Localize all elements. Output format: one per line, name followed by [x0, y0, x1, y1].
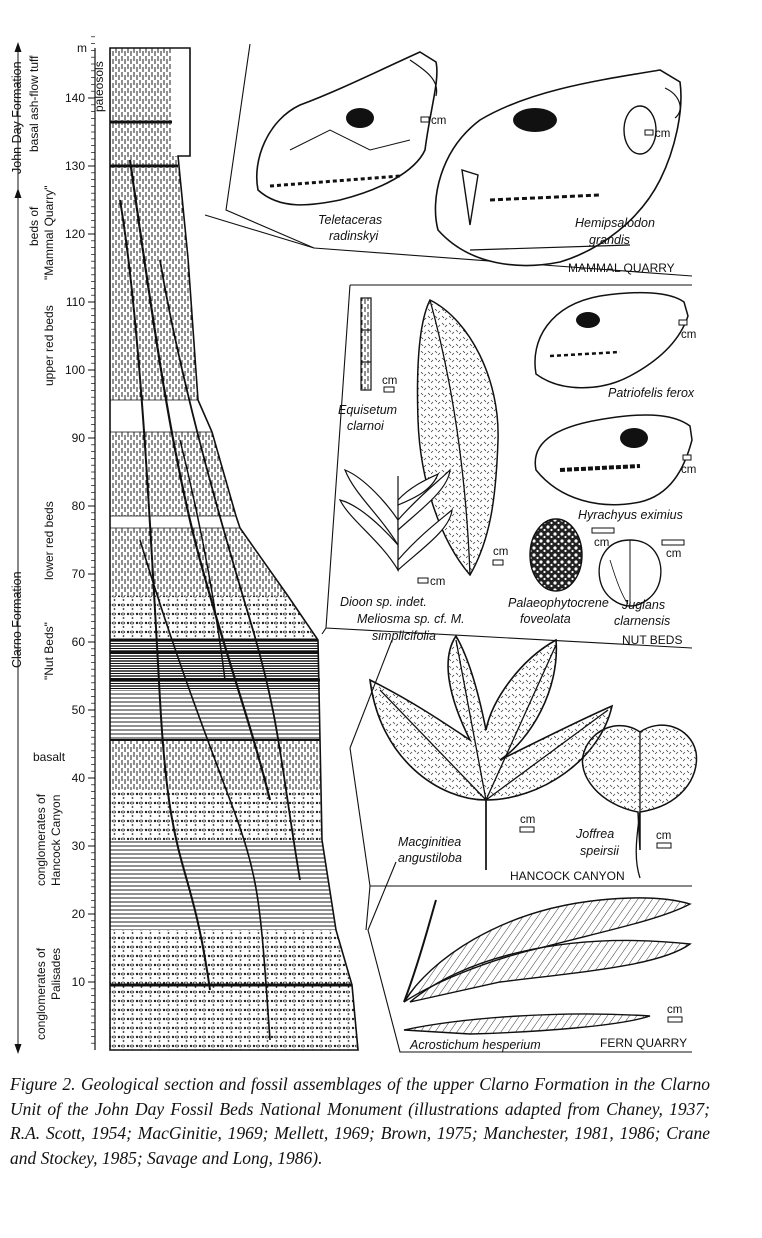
depth-scale: m 10 20 30 40 50 60 70 80 90 100 110 120 130 140: [65, 36, 96, 1050]
dioon-frond-illustration: [338, 468, 453, 573]
paleosols-header: paleosols: [92, 61, 106, 112]
scale-label-cm-1: cm: [431, 115, 446, 127]
unit-label-mammal-quarry-1: beds of: [27, 206, 41, 246]
species-hyrachyus: Hyrachyus eximius: [578, 508, 683, 522]
depth-tick-label: 50: [72, 703, 86, 717]
species-juglans-1: Juglans: [621, 598, 665, 612]
species-macginitiea-2: angustiloba: [398, 851, 462, 865]
depth-tick-label: 110: [66, 295, 85, 309]
species-dioon: Dioon sp. indet.: [340, 595, 427, 609]
species-teletaceras-1: Teletaceras: [318, 213, 382, 227]
scale-label-cm-6: cm: [681, 329, 696, 341]
scale-label-cm-5: cm: [493, 546, 508, 558]
depth-tick-label: 10: [72, 975, 86, 989]
site-label-nut-beds: NUT BEDS: [622, 633, 682, 647]
formation-label-clarno: Clarno Formation: [10, 571, 24, 668]
species-joffrea-1: Joffrea: [575, 827, 614, 841]
depth-tick-label: 90: [72, 431, 86, 445]
depth-tick-label: 120: [65, 227, 85, 241]
site-label-hancock-canyon: HANCOCK CANYON: [510, 869, 625, 883]
geological-figure: John Day Formation Clarno Formation basa…: [10, 36, 698, 1054]
skull-teletaceras-illustration: [256, 51, 438, 206]
scale-label-cm-2: cm: [655, 128, 670, 140]
scale-label-cm-12: cm: [667, 1004, 682, 1016]
unit-label-hancock-2: Hancock Canyon: [49, 795, 63, 886]
macginitiea-leaf-illustration: [369, 634, 614, 870]
depth-tick-label: 100: [65, 363, 85, 377]
species-hemipsalodon-2: grandis: [589, 233, 630, 247]
scale-label-cm-8: cm: [594, 537, 609, 549]
meliosma-leaf-illustration: [416, 298, 499, 577]
unit-label-lower-red-beds: lower red beds: [42, 501, 56, 580]
depth-tick-label: 60: [72, 635, 86, 649]
juglans-nut-illustration: [598, 539, 662, 607]
equisetum-illustration: [360, 297, 372, 391]
species-patriofelis: Patriofelis ferox: [608, 386, 695, 400]
unit-label-hancock-1: conglomerates of: [34, 793, 48, 886]
skull-patriofelis-illustration: [534, 291, 689, 389]
unit-label-nut-beds: "Nut Beds": [42, 622, 56, 680]
depth-tick-label: 30: [72, 839, 86, 853]
stratigraphic-column: [109, 47, 359, 1051]
scale-label-cm-11: cm: [656, 830, 671, 842]
species-palaeophytocrene-2: foveolata: [520, 612, 571, 626]
depth-tick-label: 130: [65, 159, 85, 173]
depth-tick-label: 40: [72, 771, 86, 785]
species-equisetum-2: clarnoi: [347, 419, 385, 433]
unit-label-basalt: basalt: [33, 750, 66, 764]
species-teletaceras-2: radinskyi: [329, 229, 380, 243]
scale-label-cm-10: cm: [520, 814, 535, 826]
site-label-mammal-quarry: MAMMAL QUARRY: [568, 261, 675, 275]
formation-label-john-day: John Day Formation: [10, 61, 24, 174]
species-palaeophytocrene-1: Palaeophytocrene: [508, 596, 609, 610]
species-meliosma-2: simplicifolia: [372, 629, 436, 643]
depth-tick-label: 80: [72, 499, 86, 513]
species-equisetum-1: Equisetum: [338, 403, 397, 417]
depth-tick-label: 20: [72, 907, 86, 921]
unit-label-upper-red-beds: upper red beds: [42, 305, 56, 386]
depth-unit: m: [77, 41, 87, 55]
scale-label-cm-9: cm: [666, 548, 681, 560]
skull-hemipsalodon-illustration: [434, 69, 682, 267]
acrostichum-fern-illustration: [403, 897, 692, 1035]
joffrea-leaf-illustration: [581, 724, 698, 879]
scale-label-cm-3: cm: [382, 375, 397, 387]
site-label-fern-quarry: FERN QUARRY: [600, 1036, 687, 1050]
scale-label-cm-7: cm: [681, 464, 696, 476]
skull-hyrachyus-illustration: [534, 414, 693, 506]
species-juglans-2: clarnensis: [614, 614, 670, 628]
palaeophytocrene-seed-illustration: [529, 518, 583, 592]
scale-label-cm-4: cm: [430, 576, 445, 588]
unit-label-palisades-1: conglomerates of: [34, 947, 48, 1040]
species-meliosma-1: Meliosma sp. cf. M.: [357, 612, 465, 626]
depth-tick-label: 140: [65, 91, 85, 105]
depth-tick-label: 70: [72, 567, 86, 581]
species-hemipsalodon-1: Hemipsalodon: [575, 216, 655, 230]
species-acrostichum: Acrostichum hesperium: [409, 1038, 541, 1052]
formation-axis: [14, 42, 22, 1054]
unit-label-ash-flow-tuff: basal ash-flow tuff: [27, 55, 41, 152]
species-joffrea-2: speirsii: [580, 844, 620, 858]
unit-label-mammal-quarry-2: "Mammal Quarry": [42, 185, 56, 280]
unit-label-palisades-2: Palisades: [49, 948, 63, 1000]
figure-caption: Figure 2. Geological section and fossil …: [10, 1074, 710, 1168]
panel-frames: [204, 43, 693, 1053]
species-macginitiea-1: Macginitiea: [398, 835, 461, 849]
